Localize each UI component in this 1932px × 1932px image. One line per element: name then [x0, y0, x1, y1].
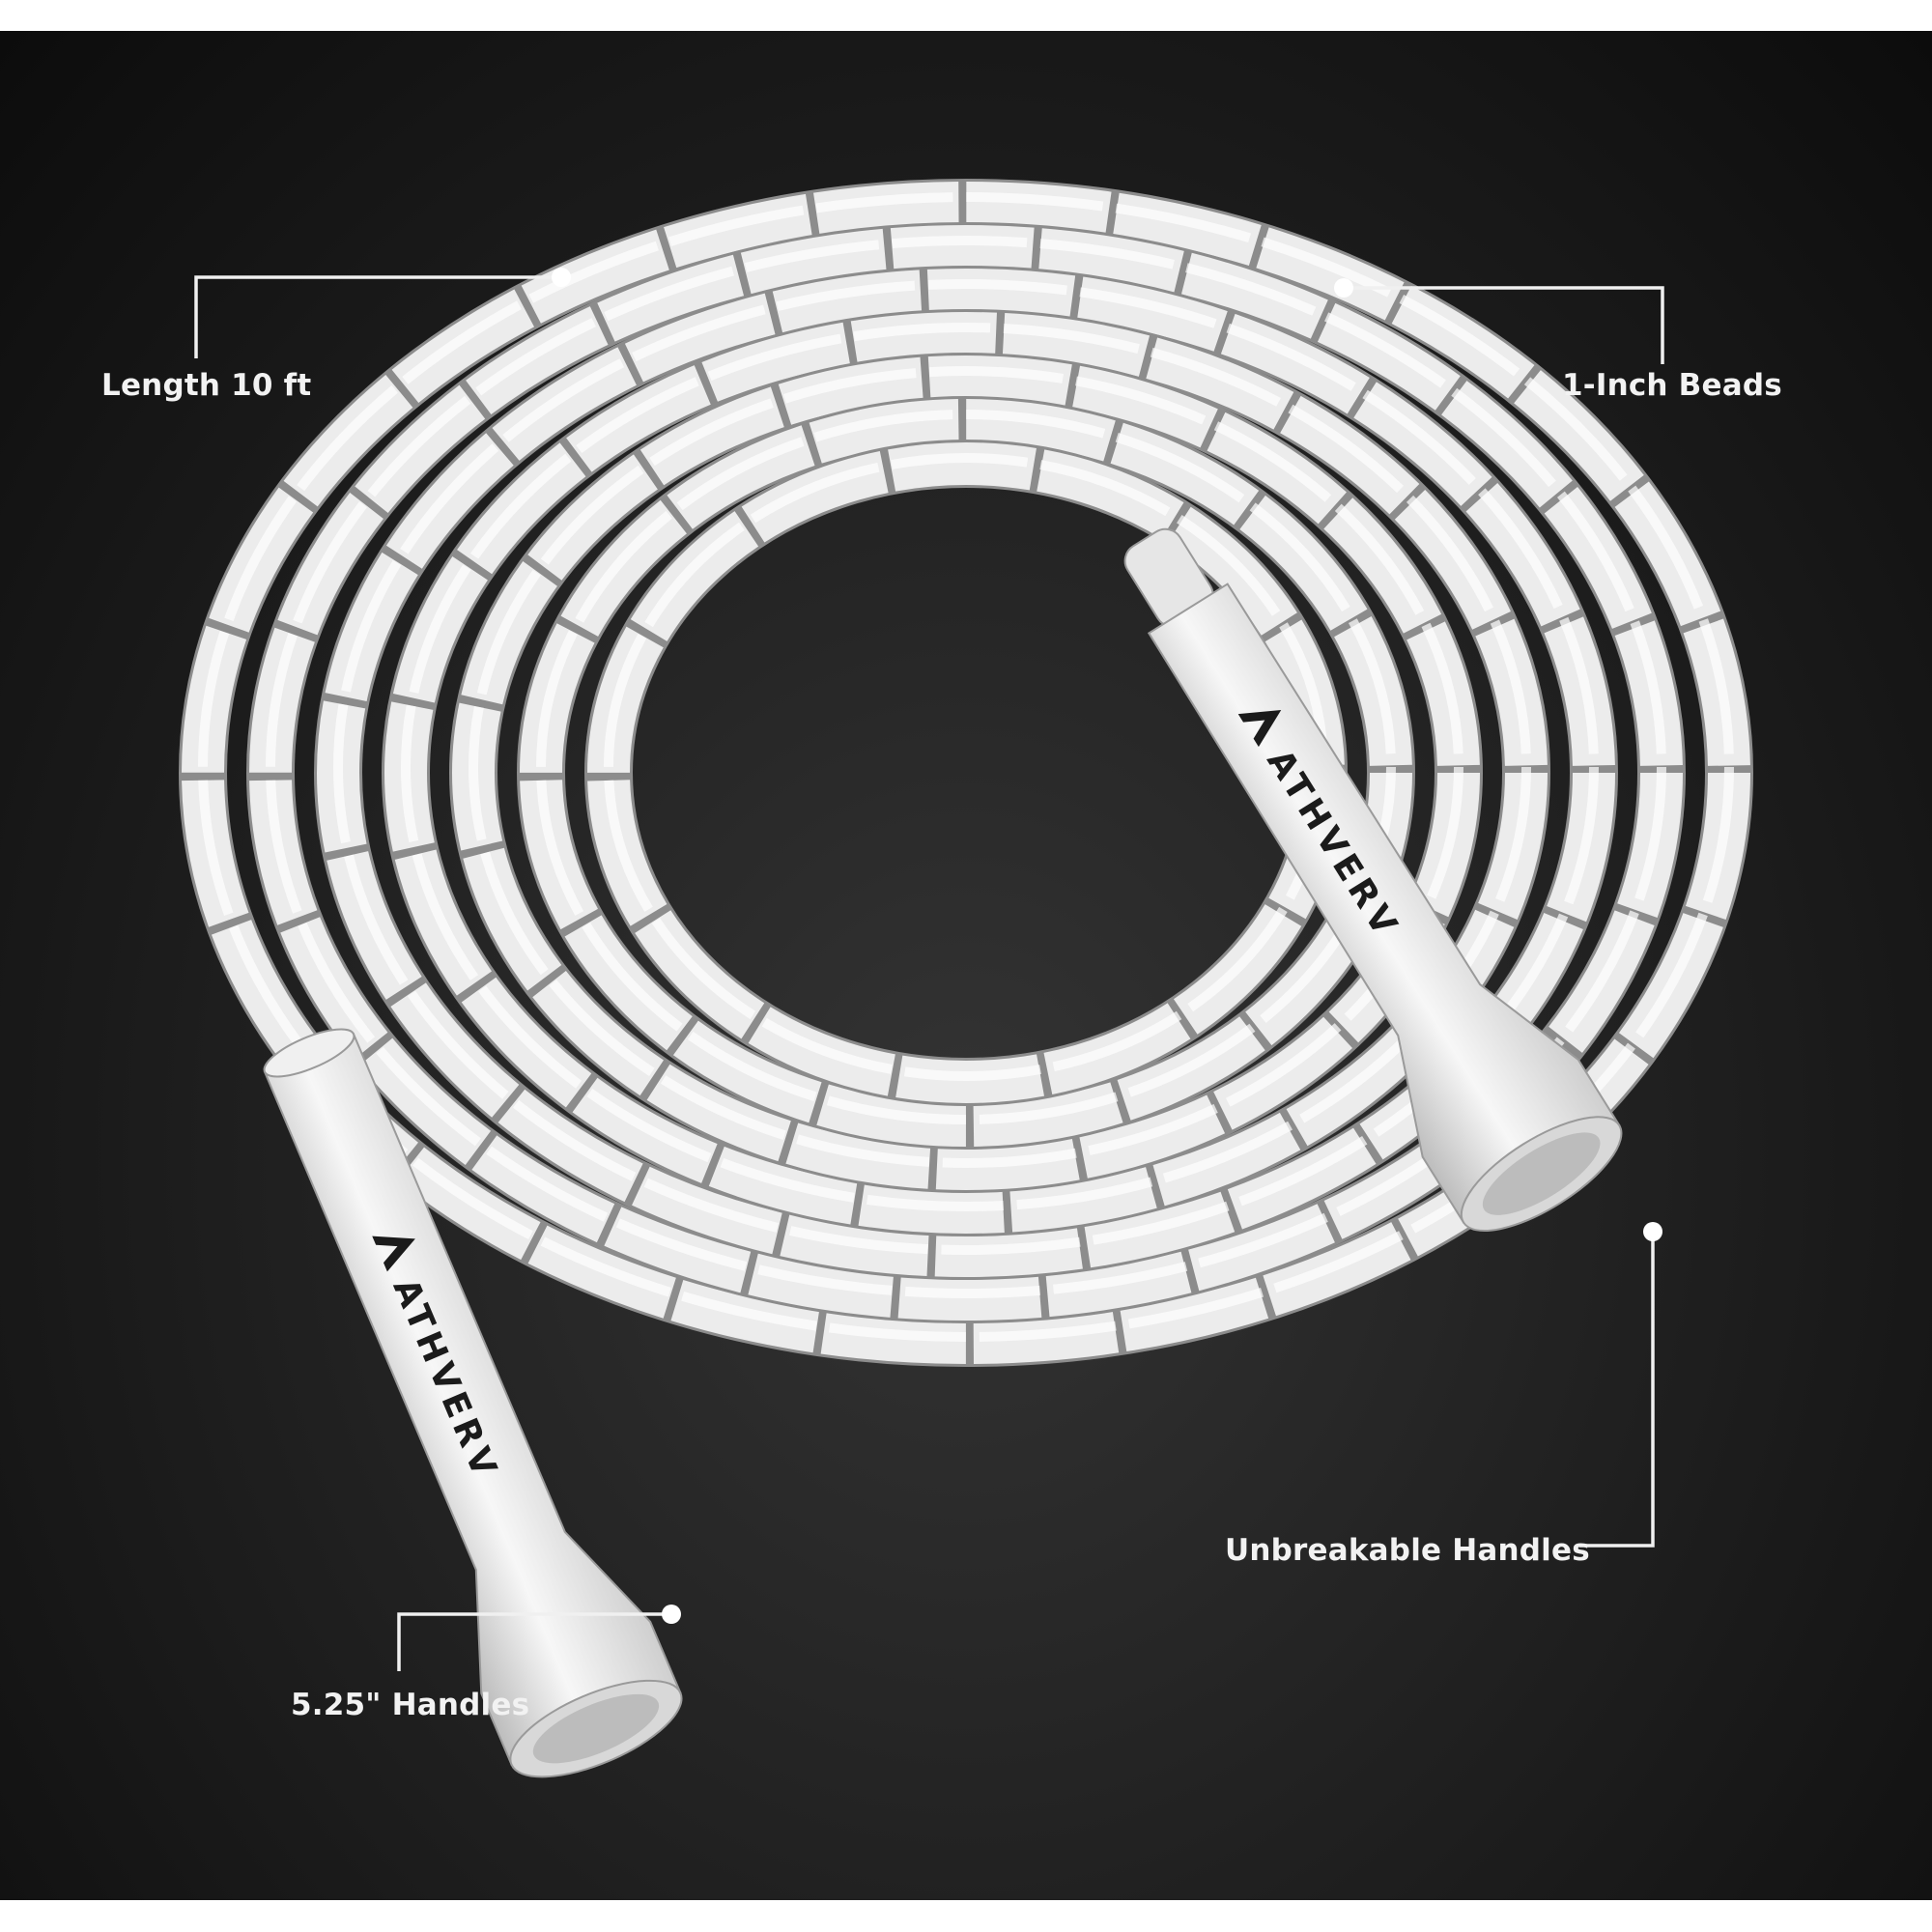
callout-line-length — [194, 275, 561, 358]
rope-highlight — [266, 236, 1666, 1298]
callout-line-beads — [1344, 286, 1664, 364]
callout-dot-unbreakable — [1643, 1222, 1662, 1241]
callout-line-unbreakable — [1579, 1232, 1655, 1548]
rope-highlight — [604, 453, 1328, 1081]
callout-dot-handles — [662, 1605, 681, 1624]
rope-highlight — [198, 192, 1734, 1342]
callout-line-handles — [397, 1612, 671, 1671]
callout-dot-length — [552, 268, 571, 287]
rope-highlight — [536, 410, 1396, 1124]
rope-highlight — [333, 279, 1599, 1255]
callout-dot-beads — [1334, 278, 1353, 298]
callout-label-length: Length 10 ft — [101, 368, 312, 403]
callout-label-handle-size: 5.25" Handles — [291, 1688, 530, 1722]
callout-label-unbreakable: Unbreakable Handles — [1225, 1533, 1590, 1568]
rope-highlight — [401, 323, 1531, 1211]
callout-label-beads: 1-Inch Beads — [1562, 368, 1782, 403]
rope-highlight — [469, 366, 1463, 1168]
